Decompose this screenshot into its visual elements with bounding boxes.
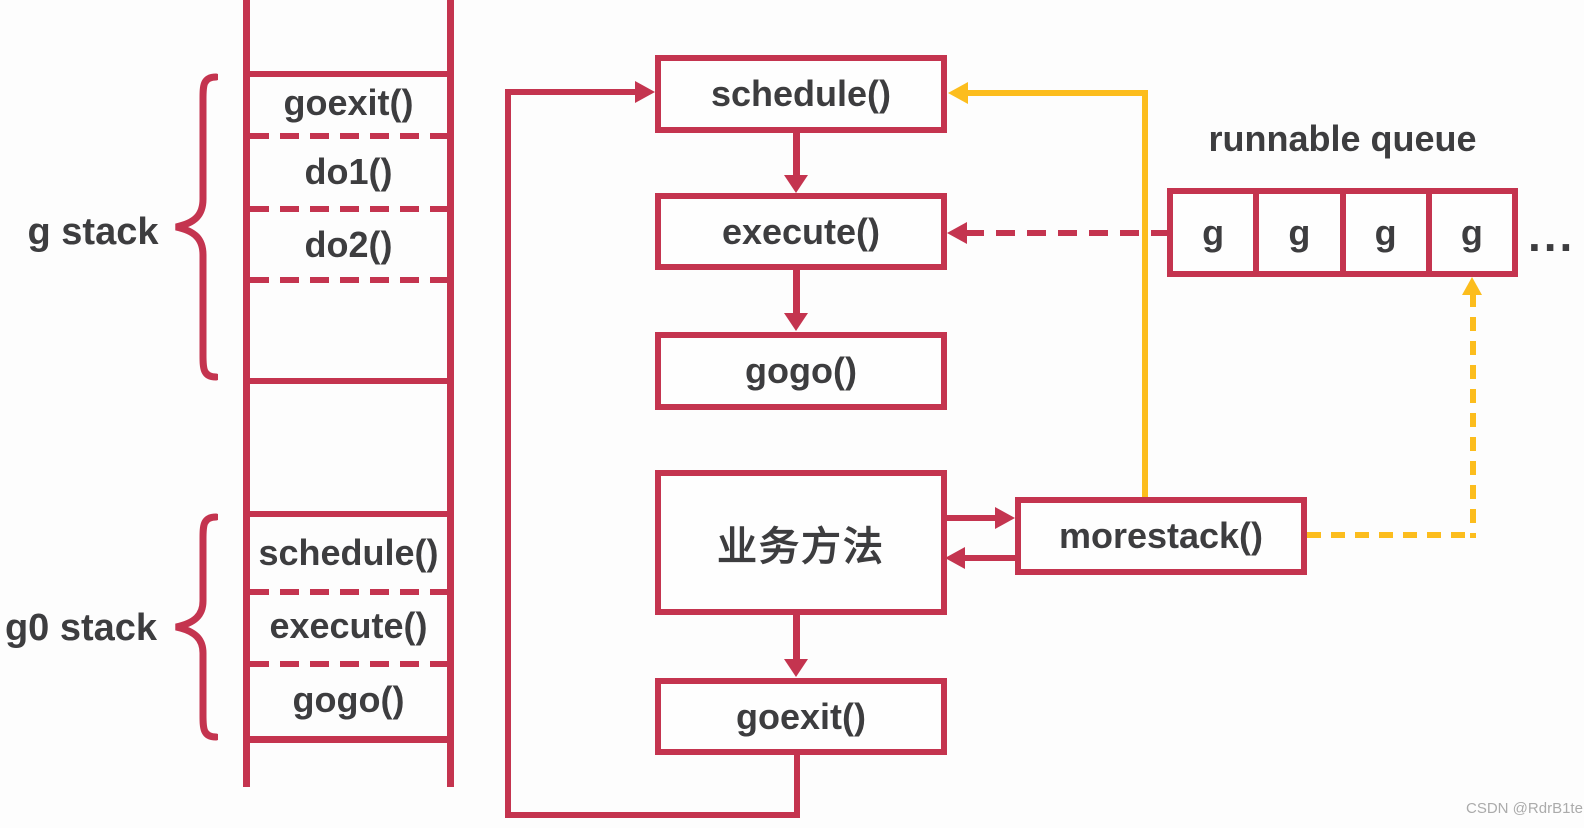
g-stack-frame-do1: do1() [304, 151, 393, 192]
node-schedule-label: schedule() [710, 73, 892, 114]
node-goexit: goexit() [655, 678, 947, 755]
node-goexit-label: goexit() [736, 695, 866, 737]
g0-stack-frame-schedule: schedule() [258, 532, 439, 573]
g-stack-brace [175, 73, 218, 381]
node-business-method-label: 业务方法 [717, 524, 885, 569]
arrowhead-down [784, 313, 808, 331]
stack-divider-dashed [250, 133, 447, 139]
node-gogo-label: gogo() [745, 350, 857, 391]
connector-loop-bottom [505, 812, 800, 818]
connector-morestack-to-queue-horizontal [1307, 532, 1475, 538]
connector-morestack-to-schedule-vertical [1142, 90, 1148, 497]
arrowhead-right [635, 81, 655, 103]
queue-overflow-ellipsis: ... [1528, 209, 1576, 261]
node-execute-label: execute() [721, 210, 881, 252]
stack-divider-dashed [250, 206, 447, 212]
connector-goexit-drop [794, 753, 800, 818]
stack-divider-dashed [250, 589, 447, 595]
connector-loop-to-schedule [505, 89, 637, 95]
node-morestack: morestack() [1015, 497, 1307, 575]
g-stack-frame-do2: do2() [304, 224, 393, 265]
node-gogo: gogo() [655, 332, 947, 410]
connector-schedule-to-execute [793, 131, 800, 175]
connector-morestack-to-schedule-horizontal [967, 90, 1148, 96]
connector-queue-to-execute-dashed [965, 230, 1168, 236]
arrowhead-right [995, 507, 1015, 529]
stack-divider-dashed [250, 277, 447, 283]
connector-execute-to-gogo [793, 269, 800, 313]
node-business-method: 业务方法 [655, 470, 947, 615]
node-schedule: schedule() [655, 55, 947, 133]
arrowhead-down [784, 659, 808, 677]
g-stack-top-line [243, 71, 454, 77]
arrowhead-left-yellow [948, 82, 968, 104]
g0-stack-top-line [243, 511, 454, 517]
stack-divider-dashed [250, 661, 447, 667]
stack-rail-right [447, 0, 454, 787]
connector-morestack-to-queue-vertical [1470, 293, 1476, 538]
g0-stack-frame-gogo: gogo() [292, 679, 405, 720]
g0-stack-bottom-line [243, 736, 454, 743]
g-stack-bottom-line [243, 378, 454, 384]
arrowhead-up-yellow [1462, 277, 1482, 295]
queue-slot: g [1460, 211, 1483, 253]
connector-loop-left [505, 89, 511, 818]
g-stack-label: g stack [27, 211, 159, 253]
connector-morestack-to-business [965, 555, 1017, 561]
queue-slot: g [1173, 194, 1260, 271]
queue-slot: g [1346, 194, 1432, 271]
runnable-queue-title: runnable queue [1208, 118, 1477, 159]
g0-stack-frame-execute: execute() [269, 605, 428, 646]
connector-business-to-morestack [945, 515, 997, 521]
g0-stack-brace [175, 513, 218, 741]
g0-stack-label: g0 stack [4, 607, 158, 649]
runnable-queue: g g g g [1167, 188, 1518, 277]
arrowhead-left [945, 547, 965, 569]
node-execute: execute() [655, 193, 947, 270]
connector-business-to-goexit [793, 613, 800, 659]
node-morestack-label: morestack() [1058, 515, 1264, 556]
arrowhead-left [947, 222, 967, 244]
queue-slot: g [1259, 194, 1346, 271]
watermark: CSDN @RdrB1te [1466, 800, 1583, 817]
g-stack-frame-goexit: goexit() [283, 82, 414, 123]
stack-rail-left [243, 0, 250, 787]
arrowhead-down [784, 175, 808, 193]
